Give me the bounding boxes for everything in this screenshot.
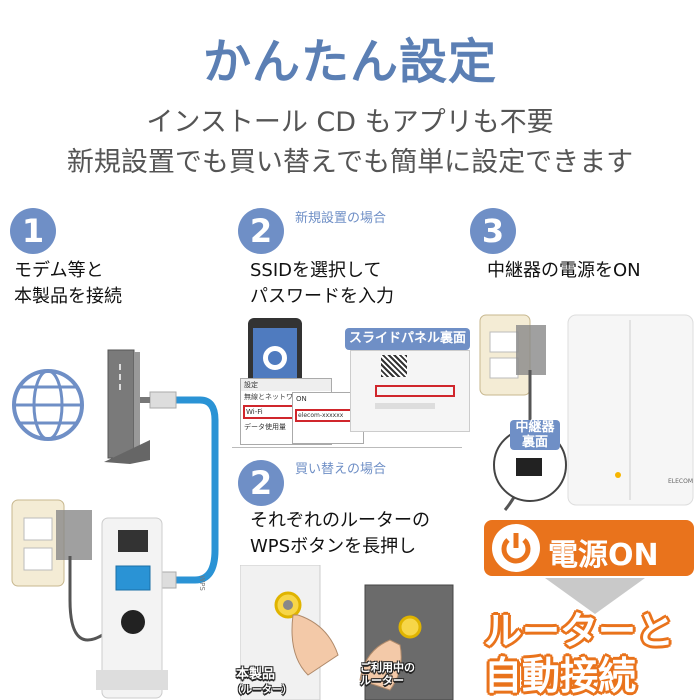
internet-globe-icon xyxy=(12,369,84,441)
qr-code-icon xyxy=(381,355,407,377)
step-2-number: 2 xyxy=(238,208,284,254)
wireless-network-label: 無線とネットワーク xyxy=(244,393,307,401)
subtitle-line-2: 新規設置でも買い替えでも簡単に設定できます xyxy=(66,147,634,178)
step-1-illustration xyxy=(11,349,219,699)
step-1-text: モデム等と 本製品を接続 xyxy=(14,260,122,307)
slide-panel-card xyxy=(350,350,470,432)
page-title: かんたん設定 xyxy=(202,34,497,90)
power-on-label: 電源ON xyxy=(548,538,659,573)
modem-icon xyxy=(104,349,150,464)
router-sub-label: （ルーター） xyxy=(232,685,292,696)
step-2-text: SSIDを選択して パスワードを入力 xyxy=(250,260,394,307)
auto-connect-line-2: 自動接続 xyxy=(484,654,637,698)
wps-text-label: WPS xyxy=(197,575,206,591)
finger-press-icon xyxy=(291,614,339,676)
step-2b-number: 2 xyxy=(238,460,284,506)
auto-connect-line-1: ルーターと xyxy=(484,609,675,653)
repeater-back-label: 中継器 裏面 xyxy=(510,420,560,450)
step-3-text: 中継器の電源をON xyxy=(487,260,641,281)
brand-label: ELECOM xyxy=(668,478,694,485)
step-2-case-label: 新規設置の場合 xyxy=(295,211,387,226)
wps-illustration xyxy=(240,565,454,700)
data-usage-item: データ使用量 xyxy=(244,423,286,431)
this-product-label: 本製品 xyxy=(236,667,276,682)
arrow-down-icon xyxy=(545,578,645,614)
power-icon xyxy=(492,524,540,572)
settings-screen-title: 設定 xyxy=(241,379,331,391)
current-router-label: ご利用中の ルーター xyxy=(360,661,415,687)
subtitle-line-1: インストール CD もアプリも不要 xyxy=(146,107,554,138)
step-2b-case-label: 買い替えの場合 xyxy=(295,462,387,477)
ssid-highlight xyxy=(375,385,455,397)
wifi-on-toggle: ON xyxy=(296,395,307,403)
step-3-number: 3 xyxy=(470,208,516,254)
step-2b-text: それぞれのルーターの WPSボタンを長押し xyxy=(250,510,430,557)
step-3-illustration xyxy=(479,314,694,511)
slide-panel-label: スライドパネル裏面 xyxy=(345,328,470,350)
wps-button-icon-current-router xyxy=(398,615,422,639)
section-divider xyxy=(232,447,462,448)
step-1-number: 1 xyxy=(10,208,56,254)
